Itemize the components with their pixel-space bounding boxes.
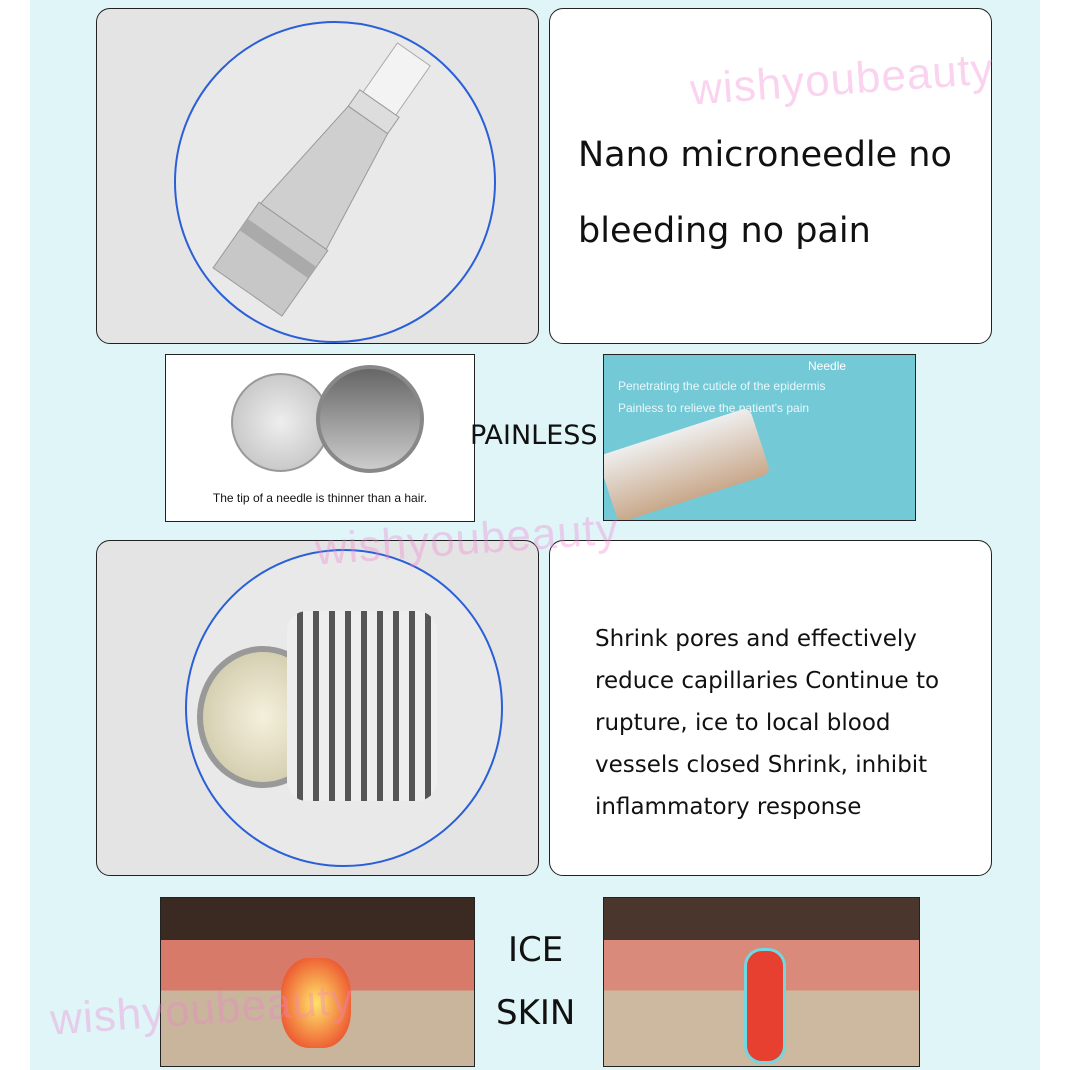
ice-text-panel: Shrink pores and effectively reduce capi… bbox=[549, 540, 992, 876]
cooled-skin-image bbox=[603, 897, 920, 1067]
microneedle-image-panel bbox=[96, 8, 539, 344]
needle-tip-caption: The tip of a needle is thinner than a ha… bbox=[212, 491, 428, 505]
text-line: Shrink pores and effectively bbox=[595, 626, 917, 652]
text-line: reduce capillaries Continue to bbox=[595, 668, 940, 694]
info-line: Painless to relieve the patient's pain bbox=[618, 401, 810, 415]
magnifier-icon bbox=[316, 365, 424, 473]
text-line: rupture, ice to local blood bbox=[595, 710, 891, 736]
product-circle bbox=[174, 21, 496, 343]
text-line: vessels closed Shrink, inhibit bbox=[595, 752, 928, 778]
product-circle bbox=[185, 549, 503, 867]
needle-penetration-image: Needle Penetrating the cuticle of the ep… bbox=[603, 354, 916, 521]
ice-label: ICE bbox=[508, 930, 564, 970]
needle-cartridge-icon bbox=[231, 373, 330, 472]
ice-head-image-panel bbox=[96, 540, 539, 876]
skin-label: SKIN bbox=[496, 993, 576, 1033]
text-line: Nano microneedle no bbox=[578, 135, 952, 175]
microneedle-pen-icon bbox=[212, 42, 431, 317]
inflamed-skin-image bbox=[160, 897, 475, 1067]
microneedle-text-panel: Nano microneedle no bleeding no pain bbox=[549, 8, 992, 344]
needle-label: Needle bbox=[808, 359, 847, 373]
painless-label: PAINLESS bbox=[470, 420, 598, 451]
needle-tip-image: The tip of a needle is thinner than a ha… bbox=[165, 354, 475, 522]
text-line: bleeding no pain bbox=[578, 211, 871, 251]
pen-head-icon bbox=[604, 406, 771, 520]
info-line: Penetrating the cuticle of the epidermis bbox=[618, 379, 826, 393]
text-line: inflammatory response bbox=[595, 794, 862, 820]
